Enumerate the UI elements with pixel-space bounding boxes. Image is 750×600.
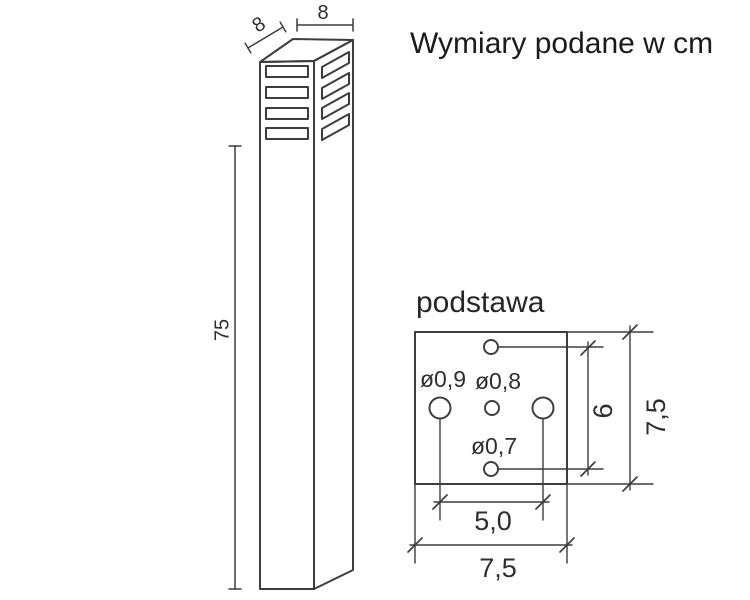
front-louvre-slot: [265, 107, 309, 120]
base-dimension-lines: [407, 324, 654, 564]
dim-slash: [432, 494, 448, 510]
post-isometric-view: [259, 38, 354, 590]
plate-width-dim-label: 7,5: [479, 553, 517, 583]
dim-slash: [622, 476, 638, 492]
base-plate-outline: [414, 331, 568, 485]
hole-spacing-v-dim-label: 6: [588, 403, 618, 419]
front-louvre-slot: [265, 127, 309, 140]
hole-spacing-h-dim-label: 5,0: [474, 506, 512, 536]
base-plan-view: [414, 331, 568, 485]
page-title: Wymiary podane w cm: [410, 27, 714, 60]
dim-tick: [279, 21, 287, 33]
post-front-face: [259, 60, 315, 590]
mounting-hole-bottom: [483, 461, 499, 477]
side-louvre-slot: [321, 72, 350, 100]
side-louvre-slot: [321, 92, 350, 120]
plate-depth-dim-label: 7,5: [641, 398, 671, 436]
post-height-dim-label: 75: [211, 318, 234, 342]
post-right-face: [313, 39, 354, 590]
hole-diameter-label-center: ø0,8: [475, 368, 522, 394]
side-louvre-slot: [321, 51, 350, 79]
front-louvre-slot: [265, 86, 309, 99]
mounting-hole-top: [483, 339, 499, 355]
mounting-hole-right: [531, 396, 555, 420]
post-width-dim-label: 8: [317, 2, 329, 24]
dim-tick: [244, 42, 252, 54]
front-louvre-slot: [265, 65, 309, 78]
dim-slash: [407, 537, 423, 553]
mounting-hole-left: [428, 396, 452, 420]
dim-slash: [535, 494, 551, 510]
hole-diameter-label-side: ø0,9: [420, 366, 467, 392]
dim-slash: [580, 340, 596, 356]
hole-diameter-label-small: ø0,7: [471, 433, 518, 459]
dim-slash: [559, 537, 575, 553]
dim-slash: [580, 461, 596, 477]
post-dimension-lines: [228, 18, 354, 590]
base-section-title: podstawa: [416, 286, 545, 319]
mounting-hole-center: [484, 400, 500, 416]
side-louvre-slot: [321, 113, 350, 141]
dim-slash: [622, 324, 638, 340]
dim-line-post-depth: [247, 26, 284, 49]
dim-slash-ticks: [407, 324, 638, 553]
